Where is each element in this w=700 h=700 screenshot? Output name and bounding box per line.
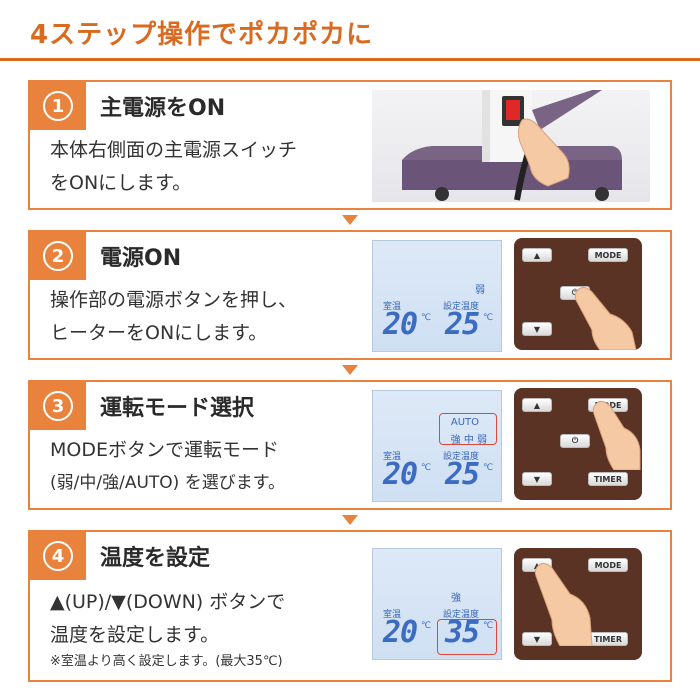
lcd-set-temp: 35: [445, 615, 480, 650]
up-button[interactable]: ▲: [522, 248, 552, 262]
step-4-description: ▲(UP)/▼(DOWN) ボタンで 温度を設定します。 ※室温より高く設定しま…: [50, 586, 285, 672]
step-1: 1 主電源をON 本体右側面の主電源スイッチ をONにします。: [28, 80, 672, 210]
title-rule: [0, 58, 700, 61]
mode-button[interactable]: MODE: [588, 558, 628, 572]
lcd-set-unit: ℃: [483, 621, 494, 631]
step-2-desc-line1: 操作部の電源ボタンを押し、: [50, 289, 298, 311]
timer-button[interactable]: TIMER: [588, 472, 628, 486]
power-button[interactable]: ⏻: [560, 434, 590, 448]
lcd-room-temp: 20: [383, 457, 418, 492]
lcd-room-label: 室温: [383, 302, 402, 312]
pointing-hand-icon: [574, 286, 637, 350]
lcd-set-unit: ℃: [483, 313, 494, 323]
lcd-mode-highlight: [439, 413, 497, 445]
step-3-remote-pad: ▲ MODE ⏻ ▼ TIMER: [514, 388, 642, 500]
step-4-number-tab: 4: [30, 532, 86, 580]
lcd-room-unit: ℃: [421, 621, 432, 631]
lcd-room-label: 室温: [383, 452, 402, 462]
lcd-set-unit: ℃: [483, 463, 494, 473]
step-2-title: 電源ON: [100, 246, 182, 271]
step-4-desc-line1: ▲(UP)/▼(DOWN) ボタンで: [50, 591, 286, 613]
step-arrow-2: [342, 365, 358, 375]
step-2-description: 操作部の電源ボタンを押し、 ヒーターをONにします。: [50, 284, 297, 350]
step-3-desc-line1: MODEボタンで運転モード: [50, 439, 279, 461]
lcd-mode: 弱: [475, 285, 485, 296]
lcd-set-temp-highlight: [437, 619, 497, 655]
step-arrow-1: [342, 215, 358, 225]
step-3-lcd-display: AUTO 強 中 弱 室温 設定温度 20 ℃ 25 ℃: [372, 390, 502, 502]
step-1-desc-line1: 本体右側面の主電源スイッチ: [50, 139, 298, 161]
step-2-number-tab: 2: [30, 232, 86, 280]
down-button[interactable]: ▼: [522, 632, 552, 646]
step-3-description: MODEボタンで運転モード (弱/中/強/AUTO) を選びます。: [50, 434, 285, 500]
step-2-lcd-display: 弱 室温 設定温度 20 ℃ 25 ℃: [372, 240, 502, 352]
step-2-header: 2 電源ON: [30, 232, 181, 280]
mode-button[interactable]: MODE: [588, 248, 628, 262]
step-4-number: 4: [43, 541, 73, 571]
up-button[interactable]: ▲: [522, 398, 552, 412]
lcd-set-label: 設定温度: [443, 452, 480, 462]
pointing-hand-icon: [592, 400, 641, 470]
step-1-description: 本体右側面の主電源スイッチ をONにします。: [50, 134, 297, 200]
step-3-title: 運転モード選択: [100, 396, 255, 421]
step-2-remote-pad: ▲ MODE ⏻ ▼: [514, 238, 642, 350]
step-4-lcd-display: 強 室温 設定温度 20 ℃ 35 ℃: [372, 548, 502, 660]
down-button[interactable]: ▼: [522, 322, 552, 336]
heater-photo-illustration: [402, 90, 622, 201]
lcd-mode-auto: AUTO: [450, 417, 479, 428]
step-1-number-tab: 1: [30, 82, 86, 130]
heater-switch-photo: [372, 90, 650, 202]
step-3: 3 運転モード選択 MODEボタンで運転モード (弱/中/強/AUTO) を選び…: [28, 380, 672, 510]
lcd-mode-options: 強 中 弱: [450, 435, 487, 446]
page-title: 4ステップ操作でポカポカに: [30, 20, 374, 50]
step-4-desc-line2: 温度を設定します。: [50, 624, 220, 646]
step-1-title: 主電源をON: [100, 96, 226, 121]
lcd-room-unit: ℃: [421, 463, 432, 473]
lcd-room-label: 室温: [383, 610, 402, 620]
lcd-set-temp: 25: [445, 307, 480, 342]
step-3-header: 3 運転モード選択: [30, 382, 254, 430]
step-1-desc-line2: をONにします。: [50, 172, 192, 194]
lcd-room-temp: 20: [383, 615, 418, 650]
step-3-number: 3: [43, 391, 73, 421]
pointing-hand-icon: [534, 562, 593, 646]
step-2: 2 電源ON 操作部の電源ボタンを押し、 ヒーターをONにします。 弱 室温 設…: [28, 230, 672, 360]
lcd-room-temp: 20: [383, 307, 418, 342]
step-2-desc-line2: ヒーターをONにします。: [50, 322, 268, 344]
step-1-number: 1: [43, 91, 73, 121]
step-2-number: 2: [43, 241, 73, 271]
step-4-remote-pad: ▲ MODE ▼ TIMER: [514, 548, 642, 660]
step-4: 4 温度を設定 ▲(UP)/▼(DOWN) ボタンで 温度を設定します。 ※室温…: [28, 530, 672, 682]
step-1-header: 1 主電源をON: [30, 82, 225, 130]
lcd-set-temp: 25: [445, 457, 480, 492]
lcd-room-unit: ℃: [421, 313, 432, 323]
step-3-desc-line2: (弱/中/強/AUTO) を選びます。: [50, 473, 285, 493]
step-4-header: 4 温度を設定: [30, 532, 210, 580]
lcd-set-label: 設定温度: [443, 610, 480, 620]
step-4-note: ※室温より高く設定します。(最大35℃): [50, 654, 283, 669]
down-button[interactable]: ▼: [522, 472, 552, 486]
step-3-number-tab: 3: [30, 382, 86, 430]
lcd-mode: 強: [451, 593, 461, 604]
step-arrow-3: [342, 515, 358, 525]
step-4-title: 温度を設定: [100, 546, 211, 571]
lcd-set-label: 設定温度: [443, 302, 480, 312]
